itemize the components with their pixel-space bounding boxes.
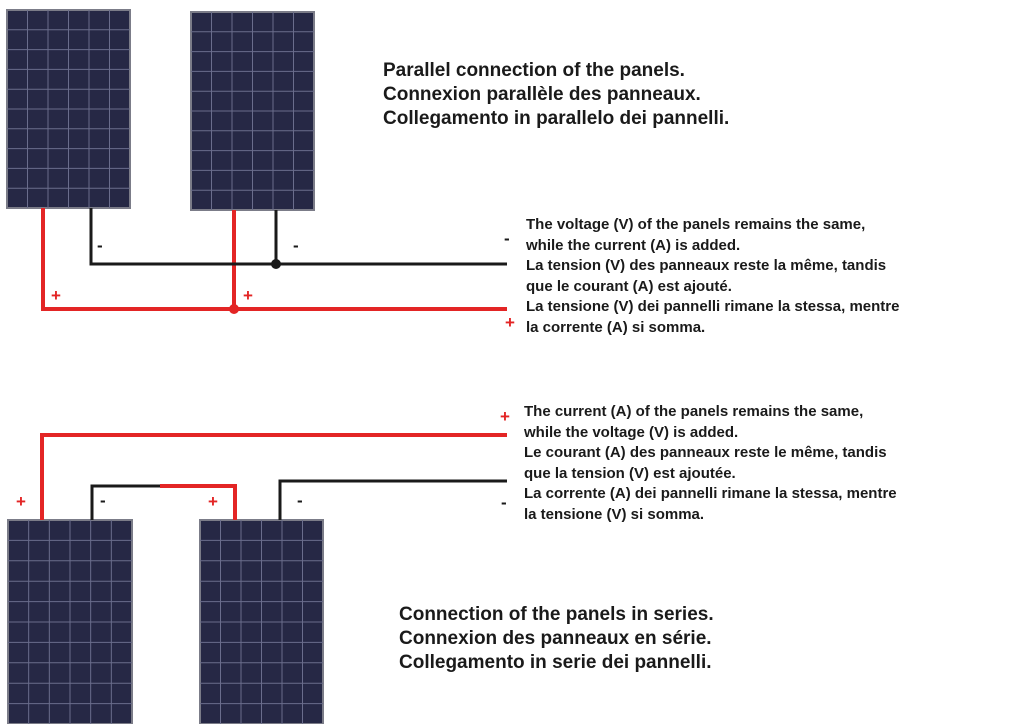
- series-link-negative-wire: [90, 484, 160, 520]
- minus-sign-series-output: -: [501, 493, 507, 512]
- parallel-title-en: Parallel connection of the panels.: [383, 60, 685, 81]
- plus-sign-parallel-panel-1: +: [51, 286, 61, 305]
- parallel-title: Parallel connection of the panels. Conne…: [383, 59, 729, 131]
- parallel-description-line: que le courant (A) est ajouté.: [526, 277, 732, 295]
- series-description-line: while the voltage (V) is added.: [524, 423, 739, 441]
- series-positive-wire: [40, 433, 507, 520]
- plus-sign-series-panel-1: +: [16, 492, 26, 511]
- parallel-description: The voltage (V) of the panels remains th…: [526, 215, 899, 338]
- parallel-description-line: The voltage (V) of the panels remains th…: [526, 216, 866, 233]
- series-description-line: que la tension (V) est ajoutée.: [524, 464, 736, 482]
- series-description-line: The current (A) of the panels remains th…: [524, 403, 864, 420]
- parallel-positive-junction: [229, 304, 239, 314]
- solar-panel-parallel-2: [190, 11, 315, 211]
- minus-sign-series-panel-1: -: [100, 491, 106, 510]
- solar-panel-parallel-1: [6, 9, 131, 209]
- minus-sign-parallel-panel-2: -: [293, 236, 299, 255]
- series-title-fr: Connexion des panneaux en série.: [399, 628, 712, 649]
- minus-sign-parallel-panel-1: -: [97, 236, 103, 255]
- parallel-title-it: Collegamento in parallelo dei pannelli.: [383, 108, 730, 129]
- parallel-negative-wire: [89, 208, 507, 266]
- plus-sign-parallel-output: +: [505, 313, 515, 332]
- parallel-description-line: La tension (V) des panneaux reste la mêm…: [526, 257, 887, 274]
- plus-sign-parallel-panel-2: +: [243, 286, 253, 305]
- series-title: Connection of the panels in series. Conn…: [399, 603, 714, 675]
- parallel-description-line: la corrente (A) si somma.: [526, 318, 706, 336]
- series-title-en: Connection of the panels in series.: [399, 604, 714, 625]
- parallel-negative-junction: [271, 259, 281, 269]
- minus-sign-parallel-output: -: [504, 229, 510, 248]
- series-negative-wire: [278, 479, 507, 520]
- series-title-it: Collegamento in serie dei pannelli.: [399, 652, 712, 673]
- parallel-description-line: La tensione (V) dei pannelli rimane la s…: [526, 298, 900, 315]
- series-description: The current (A) of the panels remains th…: [524, 402, 897, 525]
- plus-sign-series-panel-2: +: [208, 492, 218, 511]
- parallel-positive-wire: [41, 208, 507, 311]
- parallel-description-line: while the current (A) is added.: [526, 236, 741, 254]
- series-description-line: la tensione (V) si somma.: [524, 505, 705, 523]
- parallel-title-fr: Connexion parallèle des panneaux.: [383, 84, 701, 105]
- plus-sign-series-output: +: [500, 407, 510, 426]
- solar-panel-series-2: [199, 519, 324, 724]
- series-description-line: Le courant (A) des panneaux reste le mêm…: [524, 444, 887, 461]
- solar-panel-series-1: [7, 519, 133, 724]
- series-link-positive-wire: [160, 484, 237, 520]
- minus-sign-series-panel-2: -: [297, 491, 303, 510]
- series-description-line: La corrente (A) dei pannelli rimane la s…: [524, 485, 897, 502]
